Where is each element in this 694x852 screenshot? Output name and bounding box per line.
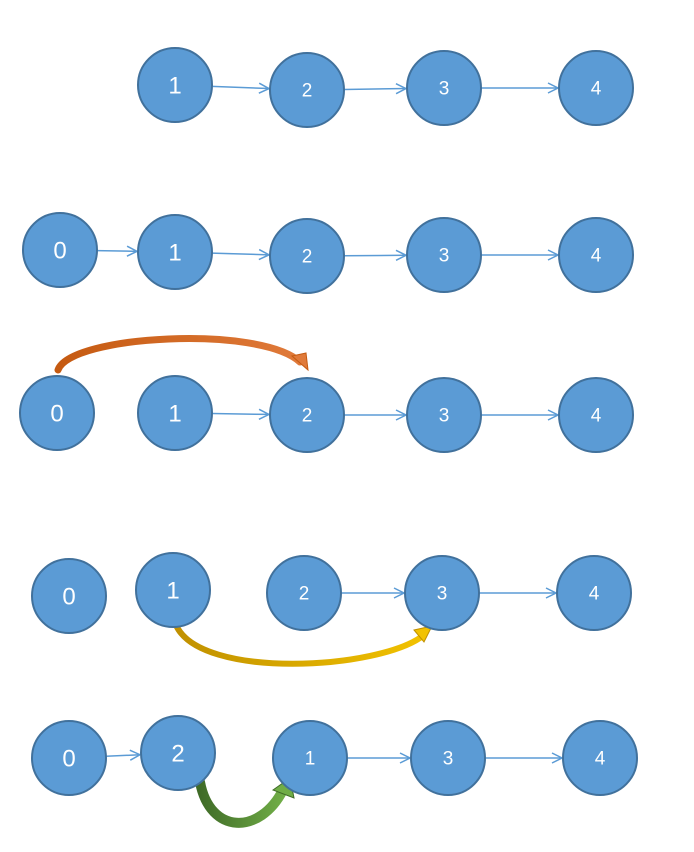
node-label: 4 <box>589 584 600 605</box>
node-r4n1: 1 <box>135 552 211 628</box>
node-r5n1: 1 <box>272 720 348 796</box>
node-r3n2: 2 <box>269 377 345 453</box>
curved-arrow-0-to-2 <box>54 335 309 374</box>
node-circle <box>558 377 634 453</box>
node-r4n0: 0 <box>31 558 107 634</box>
node-r1n3: 3 <box>406 50 482 126</box>
node-label: 0 <box>50 401 63 428</box>
node-label: 2 <box>302 247 313 268</box>
node-label: 4 <box>595 749 606 770</box>
node-r5n0: 0 <box>31 720 107 796</box>
node-r1n2: 2 <box>269 52 345 128</box>
node-label: 1 <box>166 578 179 605</box>
node-circle <box>137 47 213 123</box>
curved-arrow-2-to-1 <box>195 777 295 828</box>
node-circle <box>266 555 342 631</box>
node-label: 0 <box>53 238 66 265</box>
edge-r3n1-to-r3n2 <box>211 414 269 415</box>
node-circle <box>406 377 482 453</box>
node-r1n1: 1 <box>137 47 213 123</box>
node-label: 1 <box>305 749 316 770</box>
node-label: 1 <box>168 401 181 428</box>
node-r3n0: 0 <box>19 375 95 451</box>
node-circle <box>272 720 348 796</box>
node-label: 1 <box>168 73 181 100</box>
node-r4n3: 3 <box>404 555 480 631</box>
curved-arrow-1-to-3 <box>173 622 433 667</box>
node-label: 3 <box>439 246 450 267</box>
node-r2n2: 2 <box>269 218 345 294</box>
node-circle <box>269 218 345 294</box>
node-circle <box>404 555 480 631</box>
node-label: 3 <box>439 406 450 427</box>
node-r5n3: 3 <box>410 720 486 796</box>
node-circle <box>269 377 345 453</box>
node-circle <box>19 375 95 451</box>
node-circle <box>137 214 213 290</box>
node-label: 4 <box>591 406 602 427</box>
node-label: 2 <box>302 81 313 102</box>
node-r3n4: 4 <box>558 377 634 453</box>
node-circle <box>556 555 632 631</box>
node-r3n3: 3 <box>406 377 482 453</box>
edge-r2n1-to-r2n2 <box>211 253 269 255</box>
node-circle <box>558 50 634 126</box>
node-label: 0 <box>62 584 75 611</box>
node-r2n1: 1 <box>137 214 213 290</box>
node-label: 3 <box>443 749 454 770</box>
node-label: 4 <box>591 79 602 100</box>
node-label: 4 <box>591 246 602 267</box>
node-circle <box>562 720 638 796</box>
node-r2n4: 4 <box>558 217 634 293</box>
node-circle <box>269 52 345 128</box>
node-circle <box>135 552 211 628</box>
node-circle <box>406 50 482 126</box>
node-circle <box>22 212 98 288</box>
node-label: 3 <box>439 79 450 100</box>
node-circle <box>31 720 107 796</box>
node-r5n4: 4 <box>562 720 638 796</box>
edge-r1n2-to-r1n3 <box>343 89 406 90</box>
node-r4n4: 4 <box>556 555 632 631</box>
node-circle <box>410 720 486 796</box>
node-label: 2 <box>302 406 313 427</box>
edge-r2n0-to-r2n1 <box>96 251 137 252</box>
node-circle <box>31 558 107 634</box>
edge-r1n1-to-r1n2 <box>211 86 269 88</box>
node-circle <box>558 217 634 293</box>
node-circle <box>140 715 216 791</box>
node-r2n3: 3 <box>406 217 482 293</box>
node-label: 3 <box>437 584 448 605</box>
node-r3n1: 1 <box>137 375 213 451</box>
node-r1n4: 4 <box>558 50 634 126</box>
node-label: 2 <box>171 741 184 768</box>
node-r2n0: 0 <box>22 212 98 288</box>
node-label: 2 <box>299 584 310 605</box>
node-r4n2: 2 <box>266 555 342 631</box>
node-circle <box>137 375 213 451</box>
node-label: 0 <box>62 746 75 773</box>
node-label: 1 <box>168 240 181 267</box>
node-r5n2: 2 <box>140 715 216 791</box>
edge-r5n0-to-r5n2 <box>105 755 140 757</box>
node-circle <box>406 217 482 293</box>
